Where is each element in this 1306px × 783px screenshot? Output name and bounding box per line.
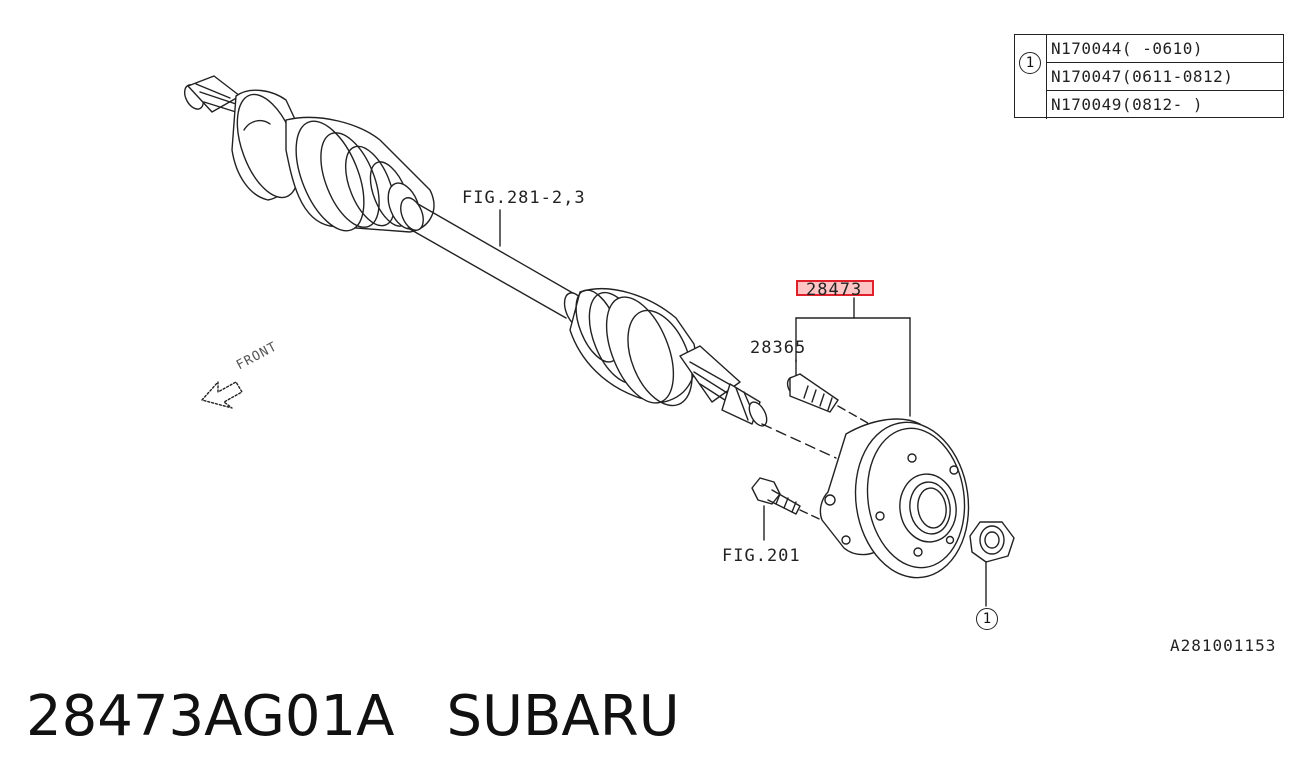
footer-caption: 28473AG01A SUBARU: [26, 684, 680, 749]
hub-bolt: [786, 373, 839, 413]
callout-bracket: [795, 297, 911, 417]
mount-bolt: [751, 477, 801, 515]
fig-shaft-label: FIG.281-2,3: [462, 188, 586, 208]
parts-table-row[interactable]: N170049(0812- ): [1051, 95, 1203, 114]
hub-part-label[interactable]: 28473: [806, 280, 863, 300]
part-highlight-box: [796, 280, 874, 296]
parts-table-ref-circle: 1: [1019, 52, 1041, 74]
diagram-code: A281001153: [1170, 636, 1277, 655]
nut-ref-circle: 1: [976, 608, 998, 630]
hub-assembly: [819, 418, 970, 579]
axle-nut: [969, 521, 1015, 607]
front-arrow: [201, 381, 243, 409]
axle-shaft: [183, 75, 768, 427]
footer-part-number: 28473AG01A: [26, 684, 395, 749]
bolt-part-label[interactable]: 28365: [750, 338, 807, 358]
footer-brand: SUBARU: [446, 684, 680, 749]
parts-reference-table: 1 N170044( -0610) N170047(0611-0812) N17…: [1014, 34, 1284, 119]
parts-table-row[interactable]: N170047(0611-0812): [1047, 63, 1283, 91]
fig-bolt-label: FIG.201: [722, 546, 801, 566]
axis-guide: [761, 423, 837, 459]
parts-table-row[interactable]: N170044( -0610): [1047, 35, 1283, 63]
parts-table-ref-cell: 1: [1015, 35, 1047, 119]
